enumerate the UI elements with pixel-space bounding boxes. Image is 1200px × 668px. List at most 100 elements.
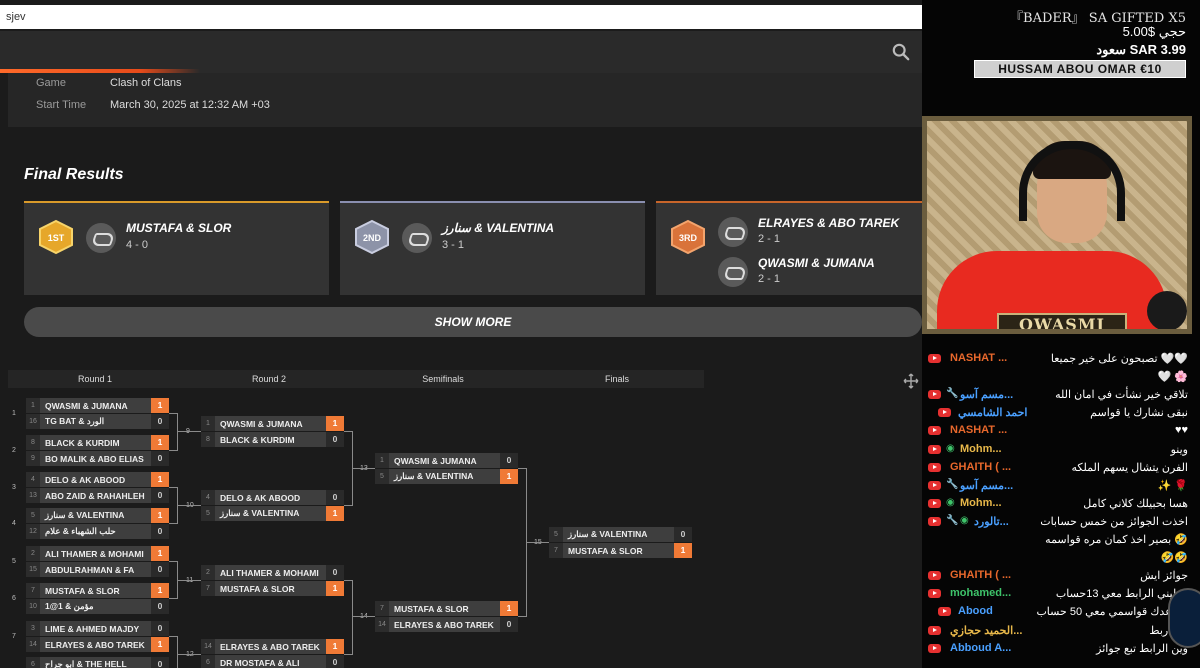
youtube-icon (938, 607, 951, 617)
search-icon[interactable] (892, 43, 910, 61)
show-more-button[interactable]: SHOW MORE (24, 307, 922, 337)
chat-username: Abboud A... (950, 641, 1012, 654)
bracket-team-score: 0 (151, 599, 169, 614)
bracket-team-name: QWASMI & JUMANA (394, 455, 477, 466)
team-seed: 8 (201, 432, 215, 447)
bracket-team-name: BO MALIK & ABO ELIAS (45, 453, 144, 464)
match-number: 1 (12, 410, 16, 417)
team-seed: 6 (201, 655, 215, 668)
team-seed: 5 (375, 469, 389, 484)
bracket-team-score: 0 (151, 657, 169, 668)
bracket-connector-line (352, 580, 353, 655)
bracket-team-name: ابو جراح & THE HELL (45, 659, 127, 668)
browser-window: sjev Game Clash of Clans Start Time Marc… (0, 0, 922, 668)
bracket-team-name: ABO ZAID & RAHAHLEH (45, 490, 145, 501)
bracket-team-name: حلب الشهباء & علام (45, 526, 116, 536)
team-seed: 7 (549, 543, 563, 558)
microphone-icon (1147, 291, 1187, 329)
round-label: Semifinals (422, 374, 464, 384)
youtube-icon (938, 408, 951, 418)
bracket-team-name: MUSTAFA & SLOR (568, 545, 643, 556)
side-floating-button[interactable] (1168, 588, 1200, 648)
bracket-team-name: ALI THAMER & MOHAMI (45, 548, 144, 559)
svg-text:3RD: 3RD (679, 233, 698, 243)
second-place-card[interactable]: 2ND سنارز & VALENTINA 3 - 1 (340, 201, 645, 295)
bracket-connector-line (344, 505, 352, 506)
chat-text: ♥♥ (1174, 424, 1188, 437)
game-value: Clash of Clans (110, 77, 182, 89)
url-bar[interactable]: sjev (0, 5, 922, 29)
bronze-medal-icon: 3RD (671, 219, 705, 255)
webcam-feed: QWASMI (922, 116, 1192, 334)
chat-message: الحميد حجازي...وين ربط (922, 622, 1192, 640)
bracket-connector-line (169, 523, 177, 524)
donation-banner: HUSSAM ABOU OMAR €10 (974, 60, 1186, 78)
move-icon[interactable] (903, 373, 919, 389)
third-place-card[interactable]: 3RD ELRAYES & ABO TAREK 2 - 1 QWASMI & J… (656, 201, 922, 295)
moderator-wrench-icon: 🔧 (946, 478, 959, 490)
team-seed: 16 (26, 414, 40, 429)
bracket-connector-line (169, 561, 177, 562)
live-chat: NASHAT ...🤍🤍 تصبحون على خير جميعا🌸 🤍🔧مسم… (922, 340, 1192, 668)
team-seed: 12 (26, 524, 40, 539)
donation-line: حجي $5.00 (1122, 24, 1186, 39)
bracket-team-name: ELRAYES & ABO TAREK (45, 639, 145, 650)
bracket-team-name: MUSTAFA & SLOR (394, 603, 469, 614)
third-place-team-name-2: QWASMI & JUMANA (758, 256, 875, 270)
chat-text: انطيني الرابط معي 13حساب (1055, 588, 1188, 601)
youtube-icon (928, 354, 941, 363)
url-text: sjev (6, 11, 26, 23)
team-seed: 3 (26, 621, 40, 636)
bracket-team-name: QWASMI & JUMANA (45, 400, 128, 411)
team-seed: 4 (201, 490, 215, 505)
bracket-team-score: 1 (500, 601, 518, 616)
first-place-card[interactable]: 1ST MUSTAFA & SLOR 4 - 0 (24, 201, 329, 295)
team-seed: 8 (26, 435, 40, 450)
